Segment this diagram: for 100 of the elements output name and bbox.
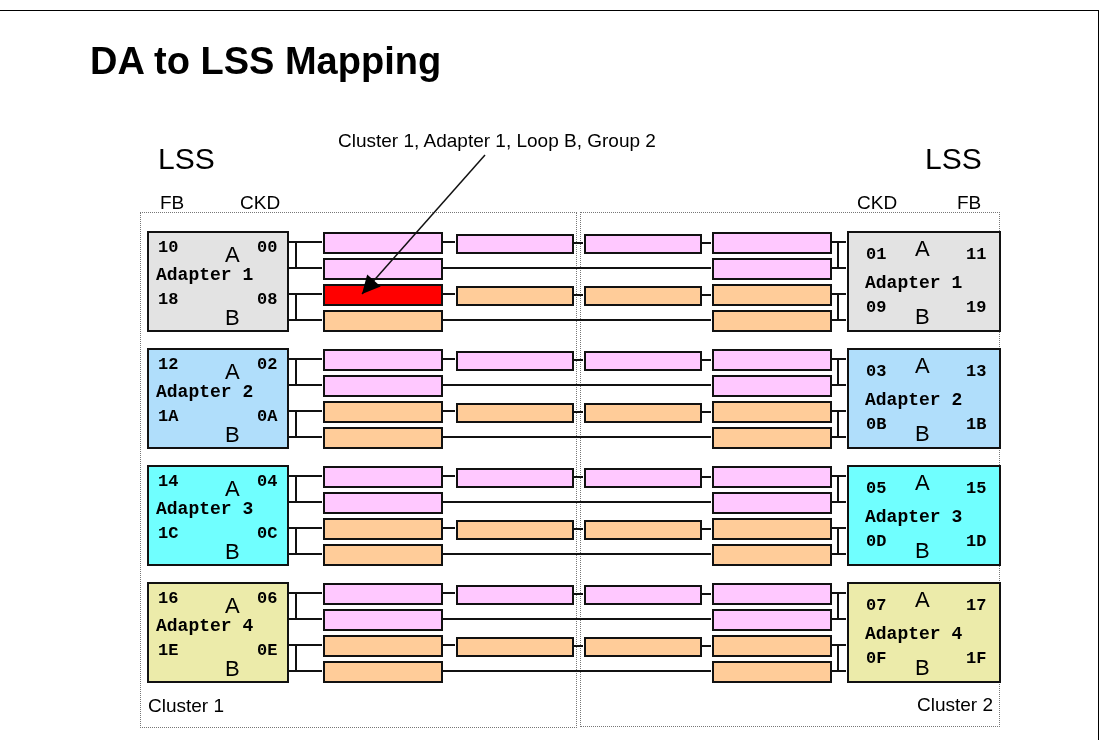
adapter-name: Adapter 3	[865, 507, 963, 527]
lss-number: 04	[257, 472, 278, 492]
lss-number: 1A	[158, 407, 179, 427]
disk-group-bar	[323, 609, 443, 631]
loop-line	[441, 644, 456, 646]
lss-number: 00	[257, 238, 278, 258]
disk-group-bar	[323, 375, 443, 397]
loop-line	[441, 553, 712, 555]
disk-group-bar	[323, 518, 443, 540]
lss-number: 0B	[866, 415, 887, 435]
loop-letter: B	[915, 305, 930, 329]
lss-number: 0D	[866, 532, 887, 552]
lss-number: 1C	[158, 524, 179, 544]
disk-group-bar	[584, 234, 702, 254]
disk-group-bar	[323, 258, 443, 280]
loop-line	[572, 528, 584, 530]
loop-line	[700, 411, 712, 413]
disk-group-bar	[323, 427, 443, 449]
loop-line	[700, 593, 712, 595]
disk-group-bar	[584, 585, 702, 605]
adapter-box	[847, 582, 1001, 683]
loop-letter: B	[225, 306, 240, 330]
loop-line	[441, 475, 456, 477]
adapter-name: Adapter 1	[156, 265, 254, 285]
lss-number: 11	[966, 245, 987, 265]
column-heading: CKD	[857, 192, 898, 214]
lss-number: 02	[257, 355, 278, 375]
disk-group-bar	[712, 583, 832, 605]
lss-number: 18	[158, 290, 179, 310]
loop-line	[700, 476, 712, 478]
cluster-box	[140, 212, 577, 728]
lss-number: 09	[866, 298, 887, 318]
adapter-name: Adapter 2	[156, 382, 254, 402]
loop-line	[441, 293, 456, 295]
cluster-label: Cluster 1	[148, 695, 225, 717]
disk-group-bar	[712, 427, 832, 449]
loop-line	[572, 294, 584, 296]
loop-line	[572, 476, 584, 478]
lss-number: 1B	[966, 415, 987, 435]
column-heading: FB	[957, 192, 982, 214]
loop-letter: A	[915, 354, 930, 378]
disk-group-bar	[584, 468, 702, 488]
loop-line	[572, 645, 584, 647]
lss-number: 01	[866, 245, 887, 265]
loop-line	[441, 358, 456, 360]
callout-text: Cluster 1, Adapter 1, Loop B, Group 2	[338, 130, 656, 151]
disk-group-bar	[584, 351, 702, 371]
loop-line	[441, 592, 456, 594]
loop-line	[441, 241, 456, 243]
disk-group-bar	[712, 661, 832, 683]
disk-group-bar	[584, 637, 702, 657]
disk-group-bar	[323, 349, 443, 371]
disk-group-bar	[712, 466, 832, 488]
loop-line	[700, 359, 712, 361]
disk-group-bar	[712, 284, 832, 306]
lss-number: 03	[866, 362, 887, 382]
disk-group-bar	[323, 310, 443, 332]
loop-line	[441, 410, 456, 412]
disk-group-bar	[712, 492, 832, 514]
loop-line	[572, 359, 584, 361]
disk-group-bar	[712, 310, 832, 332]
leader-arrow	[361, 154, 486, 295]
loop-line	[441, 670, 712, 672]
loop-letter: A	[915, 237, 930, 261]
disk-group-bar	[456, 351, 574, 371]
disk-group-bar	[323, 232, 443, 254]
loop-line	[441, 267, 712, 269]
column-heading: CKD	[240, 192, 281, 214]
loop-letter: A	[225, 243, 240, 267]
lss-number: 1D	[966, 532, 987, 552]
cluster-box	[580, 212, 1000, 727]
adapter-box	[847, 465, 1001, 566]
disk-group-bar	[584, 520, 702, 540]
lss-number: 06	[257, 589, 278, 609]
lss-number: 0E	[257, 641, 278, 661]
disk-group-bar	[323, 661, 443, 683]
loop-letter: A	[915, 588, 930, 612]
disk-group-bar	[323, 583, 443, 605]
disk-group-bar	[712, 544, 832, 566]
disk-group-bar	[712, 349, 832, 371]
lss-number: 0A	[257, 407, 278, 427]
lss-number: 15	[966, 479, 987, 499]
disk-group-bar	[323, 466, 443, 488]
lss-number: 12	[158, 355, 179, 375]
disk-group-bar	[712, 518, 832, 540]
disk-group-bar	[456, 585, 574, 605]
loop-line	[700, 294, 712, 296]
disk-group-bar	[456, 286, 574, 306]
lss-number: 10	[158, 238, 179, 258]
loop-line	[572, 242, 584, 244]
adapter-box	[847, 348, 1001, 449]
loop-letter: B	[225, 657, 240, 681]
adapter-box	[147, 582, 289, 683]
loop-line	[700, 645, 712, 647]
adapter-name: Adapter 4	[865, 624, 963, 644]
lss-number: 14	[158, 472, 179, 492]
disk-group-bar	[323, 635, 443, 657]
lss-number: 0F	[866, 649, 887, 669]
adapter-name: Adapter 3	[156, 499, 254, 519]
loop-line	[572, 411, 584, 413]
